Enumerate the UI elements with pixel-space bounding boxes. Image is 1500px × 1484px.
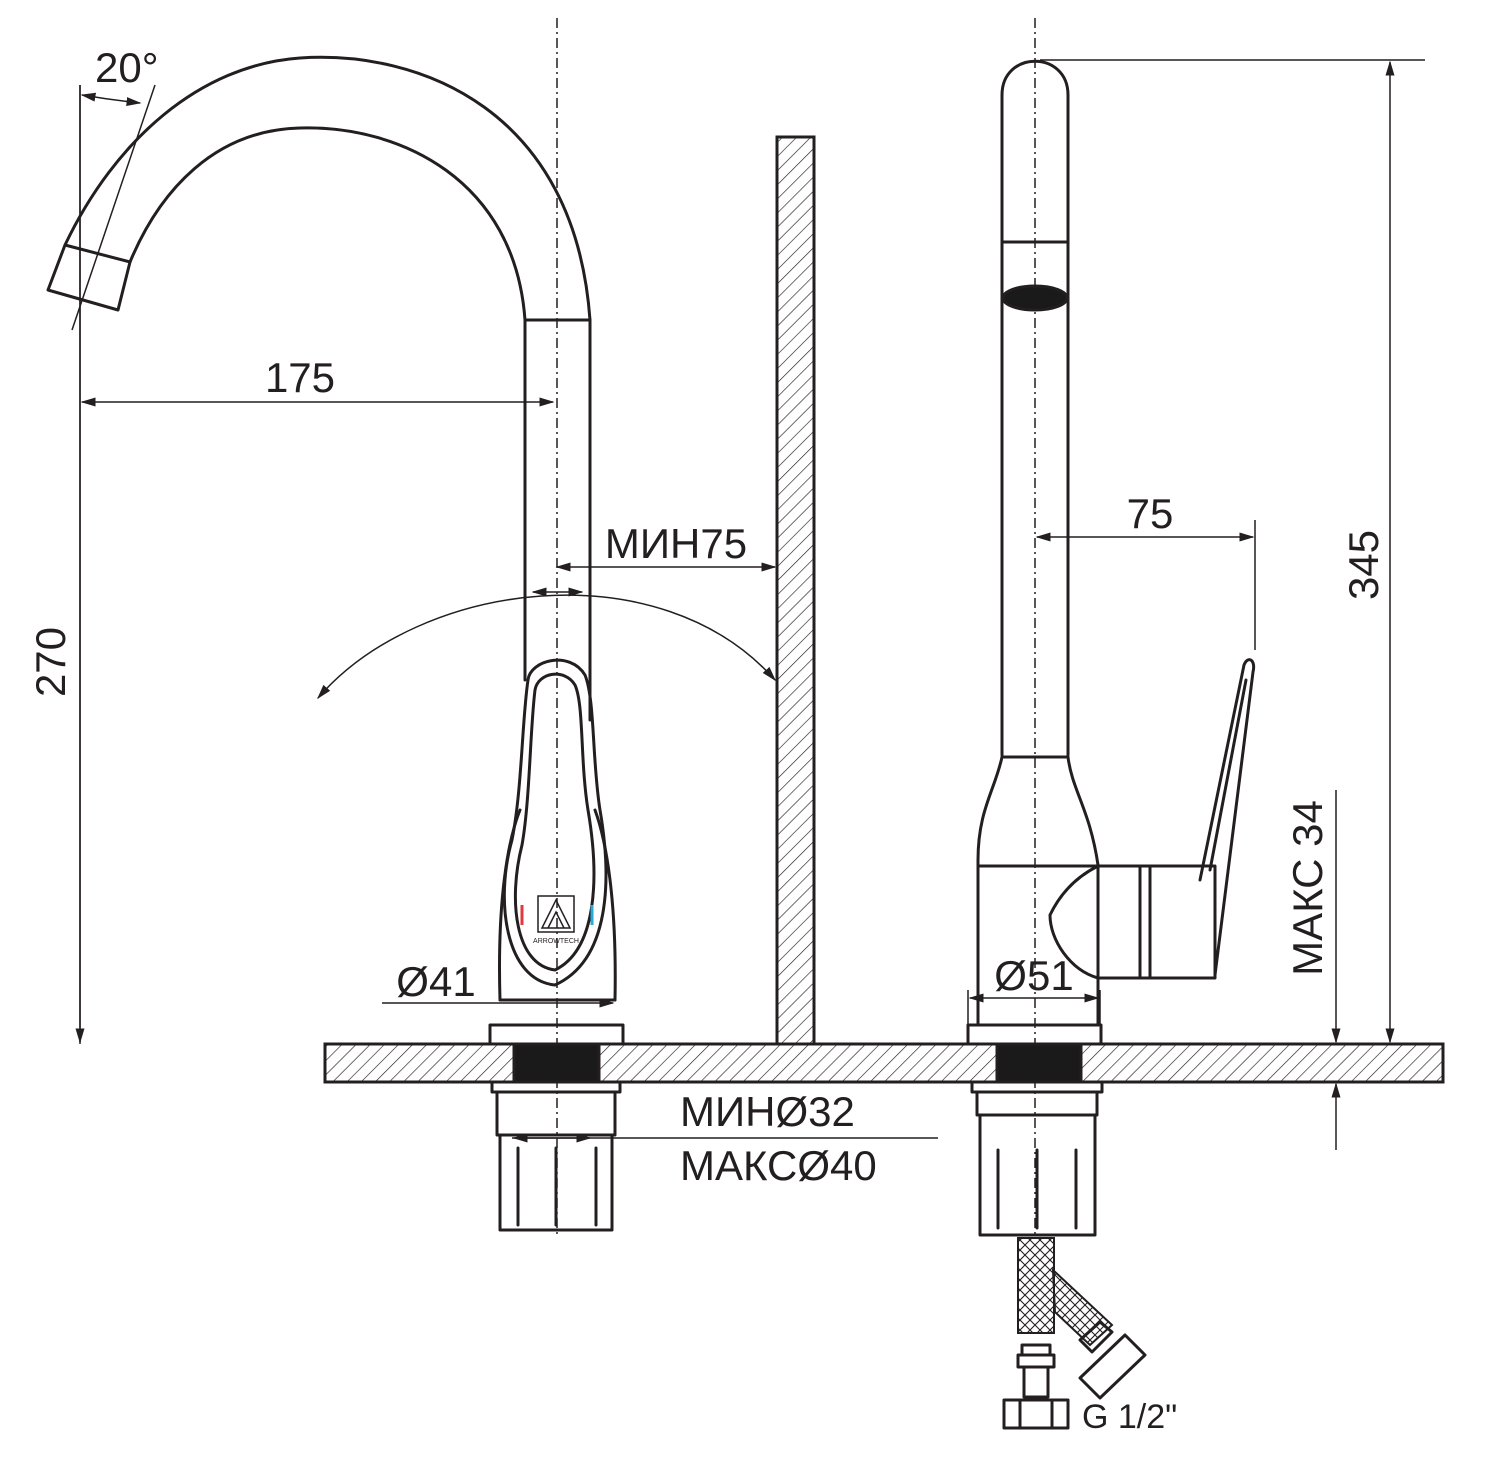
side-spout	[1000, 59, 1070, 757]
dim-body-front: Ø41	[396, 958, 475, 1005]
dim-body-side: Ø51	[994, 952, 1073, 999]
dim-hole-max: МАКСØ40	[680, 1142, 877, 1189]
side-lever	[1198, 658, 1256, 977]
handle-cartridge	[1138, 864, 1217, 980]
aerator-opening	[1001, 284, 1069, 312]
hose-nut-left	[1002, 1398, 1070, 1430]
dimensions: 20° 175 270 МИН75 Ø41 Ø51 75 345 МАКС 3	[27, 44, 1425, 1436]
rotation-arc	[317, 594, 776, 700]
hose-right	[1051, 1267, 1114, 1347]
countertop	[323, 1042, 1445, 1084]
dim-total-height: 345	[1340, 530, 1387, 600]
dim-spout-height: 270	[27, 627, 74, 697]
dim-max-countertop: МАКС 34	[1284, 800, 1331, 976]
spout-outer	[63, 55, 592, 322]
front-view-faucet: ARROWTECH	[46, 18, 625, 1235]
dim-wall-clearance: МИН75	[605, 520, 747, 567]
logo-text: ARROWTECH	[533, 938, 579, 945]
dim-hole-min: МИНØ32	[680, 1088, 855, 1135]
side-view-faucet	[966, 18, 1256, 1430]
hose-nut-right	[1078, 1333, 1147, 1400]
dim-spout-angle: 20°	[95, 44, 159, 91]
dim-spout-reach: 175	[265, 354, 335, 401]
dim-handle-reach: 75	[1127, 490, 1174, 537]
hose-left	[1017, 1237, 1055, 1334]
brand-logo: ARROWTECH	[533, 895, 579, 945]
wall	[775, 135, 816, 1046]
dim-hose-thread: G 1/2"	[1082, 1398, 1177, 1436]
spout-aerator	[46, 243, 132, 312]
spout-inner	[128, 126, 527, 322]
